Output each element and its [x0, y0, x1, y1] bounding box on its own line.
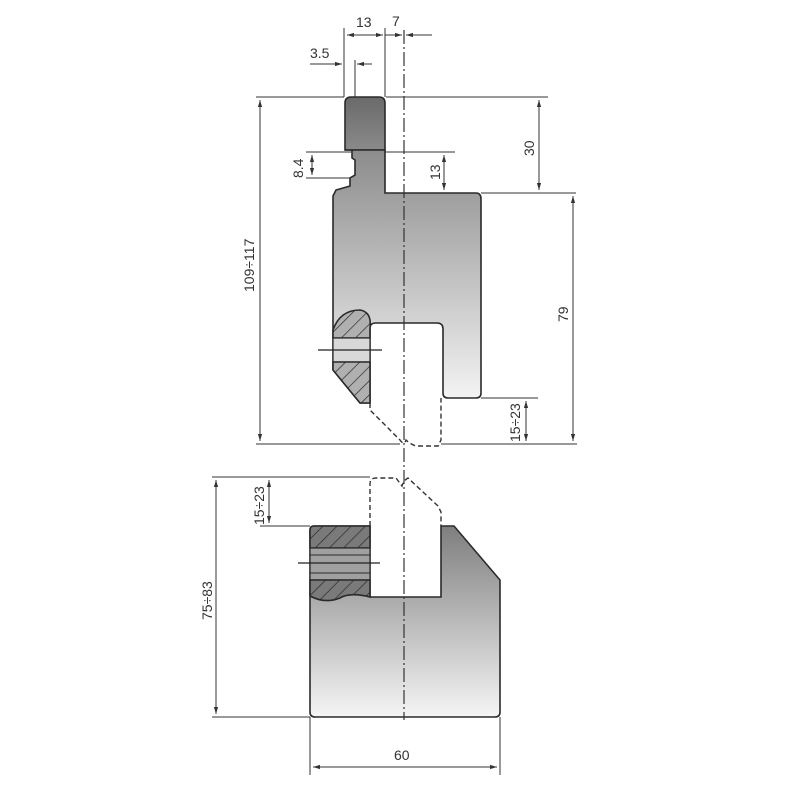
dim-tang-offset-label: 7 [392, 13, 400, 29]
dim-die-width: 60 [309, 717, 501, 775]
dim-die-total-label: 75÷83 [199, 581, 215, 620]
die-hatch-section-lower [309, 579, 371, 602]
dim-punch-insert: 15÷23 [481, 397, 538, 442]
dim-punch-total-label: 109÷117 [241, 238, 257, 292]
dim-tang-width-label: 13 [356, 14, 372, 30]
die-hatch-section-upper [309, 525, 371, 549]
dim-body-height-label: 79 [555, 306, 571, 322]
dim-die-insert-label: 15÷23 [251, 486, 267, 525]
dim-groove-height-label: 8.4 [290, 158, 306, 178]
dim-groove-height: 8.4 [290, 151, 352, 179]
punch-tip-hidden [369, 398, 442, 447]
dim-tang: 13 7 [343, 13, 432, 97]
punch-hatch-section [332, 309, 372, 339]
dim-die-insert: 15÷23 [251, 480, 310, 527]
dim-die-width-label: 60 [394, 747, 410, 763]
dim-tang-height-label: 30 [521, 140, 537, 156]
dim-groove-width-label: 3.5 [310, 45, 330, 61]
dim-shoulder-label: 13 [427, 164, 443, 180]
punch-hatch-section-lower [332, 361, 371, 404]
dim-punch-insert-label: 15÷23 [507, 403, 523, 442]
dim-body-height: 79 [555, 196, 576, 441]
dim-shoulder: 13 [385, 151, 455, 190]
dim-die-total: 75÷83 [199, 480, 310, 718]
dim-groove: 3.5 [310, 45, 372, 97]
die [298, 477, 501, 718]
die-tip-hidden [369, 477, 442, 526]
die-pin-hole [309, 547, 371, 581]
dim-tang-height: 30 [481, 100, 576, 194]
punch-tang [344, 96, 386, 151]
punch [318, 96, 482, 447]
dim-punch-total: 109÷117 [241, 100, 263, 441]
